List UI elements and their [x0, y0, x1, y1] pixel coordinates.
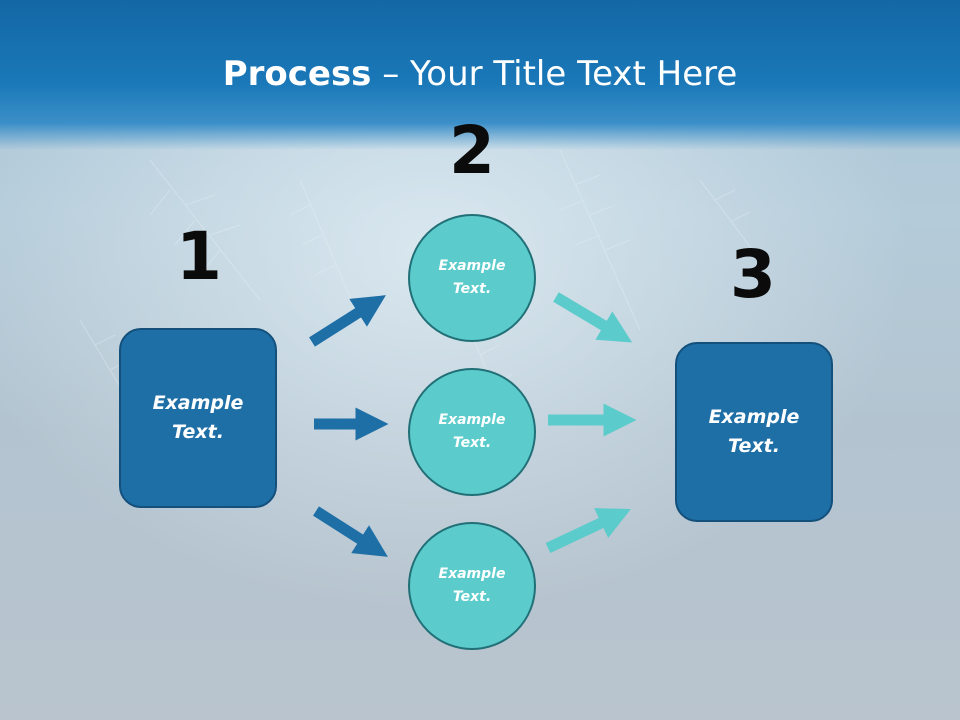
- right-box: Example Text.: [675, 342, 833, 522]
- circle-top: Example Text.: [408, 214, 536, 342]
- step-number-1: 1: [176, 218, 222, 295]
- step-number-2: 2: [449, 112, 495, 189]
- arrow-left-to-bottom: [313, 506, 388, 557]
- circle-middle: Example Text.: [408, 368, 536, 496]
- page-title: Process – Your Title Text Here: [0, 52, 960, 96]
- step-number-3: 3: [730, 236, 776, 313]
- title-rest: – Your Title Text Here: [371, 54, 738, 94]
- circle-top-text: Example Text.: [438, 258, 506, 297]
- arrow-top-to-right: [553, 292, 633, 343]
- title-bold: Process: [222, 54, 372, 94]
- arrow-left-to-top: [309, 295, 386, 347]
- title-band: [0, 0, 960, 150]
- left-box-text: Example Text.: [152, 392, 244, 443]
- left-box: Example Text.: [119, 328, 277, 508]
- circle-middle-text: Example Text.: [438, 412, 506, 451]
- circle-bottom-text: Example Text.: [438, 566, 506, 605]
- circle-bottom: Example Text.: [408, 522, 536, 650]
- arrow-bottom-to-right: [545, 508, 631, 553]
- right-box-text: Example Text.: [708, 406, 800, 457]
